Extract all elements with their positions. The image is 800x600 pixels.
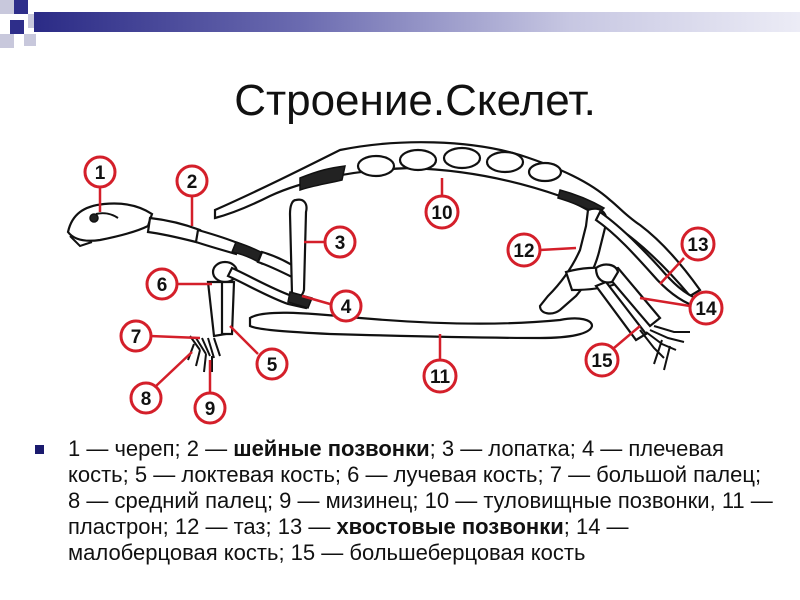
- label-5: 5: [255, 347, 289, 381]
- bullet-icon: [35, 445, 44, 454]
- label-10: 10: [424, 194, 460, 230]
- label-12: 12: [506, 232, 542, 268]
- label-6: 6: [145, 267, 179, 301]
- svg-text:10: 10: [431, 203, 452, 224]
- decor-square: [0, 34, 14, 48]
- scapula: [288, 198, 308, 299]
- label-15: 15: [584, 342, 620, 378]
- leader-lines: [98, 178, 691, 392]
- label-13: 13: [680, 226, 716, 262]
- svg-text:15: 15: [591, 351, 613, 372]
- decor-square: [14, 0, 28, 14]
- slide-title: Строение.Скелет.: [234, 76, 596, 125]
- legend-caption: 1 — череп; 2 — шейные позвонки; 3 — лопа…: [35, 436, 778, 566]
- label-9: 9: [193, 391, 227, 425]
- label-3: 3: [323, 225, 357, 259]
- svg-text:12: 12: [513, 241, 534, 262]
- label-8: 8: [129, 381, 163, 415]
- svg-text:11: 11: [430, 367, 451, 388]
- skeleton-diagram: 1 2 3 4 5 6 7 8 9 10 11 12 13 14 15: [66, 141, 724, 425]
- svg-text:4: 4: [341, 297, 352, 318]
- header-band: [34, 12, 800, 32]
- label-1: 1: [83, 155, 117, 189]
- label-2: 2: [175, 164, 209, 198]
- legend-text: 1 — череп; 2 — шейные позвонки; 3 — лопа…: [68, 436, 773, 565]
- label-4: 4: [329, 289, 363, 323]
- hindlimb: [594, 263, 690, 371]
- svg-text:9: 9: [205, 399, 216, 420]
- svg-text:8: 8: [141, 389, 152, 410]
- svg-text:3: 3: [335, 233, 346, 254]
- label-7: 7: [119, 319, 153, 353]
- svg-text:5: 5: [267, 355, 278, 376]
- trunk-vertebrae: [213, 141, 702, 298]
- decor-square: [10, 20, 24, 34]
- neck-vertebrae: [146, 216, 302, 280]
- svg-text:2: 2: [187, 172, 198, 193]
- decor-square: [24, 34, 36, 46]
- svg-text:7: 7: [131, 327, 142, 348]
- svg-text:14: 14: [695, 299, 717, 320]
- svg-text:6: 6: [157, 275, 168, 296]
- svg-text:13: 13: [687, 235, 708, 256]
- plastron: [248, 311, 594, 340]
- label-14: 14: [688, 290, 724, 326]
- skull: [66, 202, 154, 248]
- decor-square: [0, 0, 14, 14]
- label-11: 11: [422, 358, 458, 394]
- svg-text:1: 1: [95, 163, 106, 184]
